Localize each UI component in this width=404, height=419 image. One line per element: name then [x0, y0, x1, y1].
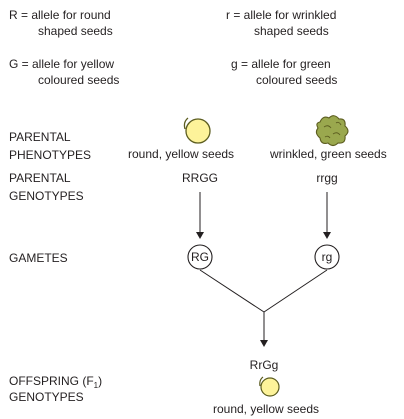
label-gametes: GAMETES	[9, 251, 68, 265]
wrinkled-green-seed-icon	[315, 115, 349, 147]
offspring-seed-hilum-mark	[259, 376, 264, 387]
allele-r-line1: r = allele for wrinkled	[226, 8, 336, 22]
allele-G-line1: G = allele for yellow	[9, 57, 114, 71]
round-yellow-seed-icon	[185, 118, 211, 144]
allele-R-line1: R = allele for round	[9, 8, 111, 22]
allele-G-line2: coloured seeds	[38, 73, 119, 87]
parent2-genotype: rrgg	[316, 171, 337, 185]
offspring-prefix: OFFSPRING (F	[9, 374, 94, 388]
seed-hilum-mark	[183, 117, 189, 130]
allele-R-line2: shaped seeds	[38, 24, 113, 38]
offspring-phenotype: round, yellow seeds	[213, 402, 319, 416]
label-offspring-line1: OFFSPRING (F1)	[9, 374, 102, 390]
allele-g-line2: coloured seeds	[256, 73, 337, 87]
label-parental-genotypes-1: PARENTAL	[9, 171, 71, 185]
fertilization-line-right	[263, 269, 328, 313]
offspring-subscript: 1	[94, 381, 99, 390]
gamete-circle-1	[187, 244, 213, 270]
label-parental-phenotypes-2: PHENOTYPES	[9, 148, 91, 162]
seed-wrinkle-marks	[323, 121, 342, 139]
offspring-suffix: )	[98, 374, 102, 388]
allele-g-line1: g = allele for green	[231, 57, 331, 71]
offspring-round-yellow-seed-icon	[260, 377, 280, 397]
parent2-phenotype: wrinkled, green seeds	[269, 147, 387, 161]
fertilization-line-left	[199, 269, 265, 313]
label-offspring-line2: GENOTYPES	[9, 390, 84, 404]
parent1-gamete: RG	[191, 250, 209, 264]
parent1-genotype: RRGG	[182, 171, 218, 185]
offspring-genotype: RrGg	[250, 358, 279, 372]
gamete-circle-2	[314, 244, 340, 270]
allele-r-line2: shaped seeds	[254, 24, 329, 38]
parent2-gamete: rg	[322, 250, 333, 264]
label-parental-genotypes-2: GENOTYPES	[9, 189, 84, 203]
label-parental-phenotypes-1: PARENTAL	[9, 130, 71, 144]
parent1-phenotype: round, yellow seeds	[128, 147, 234, 161]
